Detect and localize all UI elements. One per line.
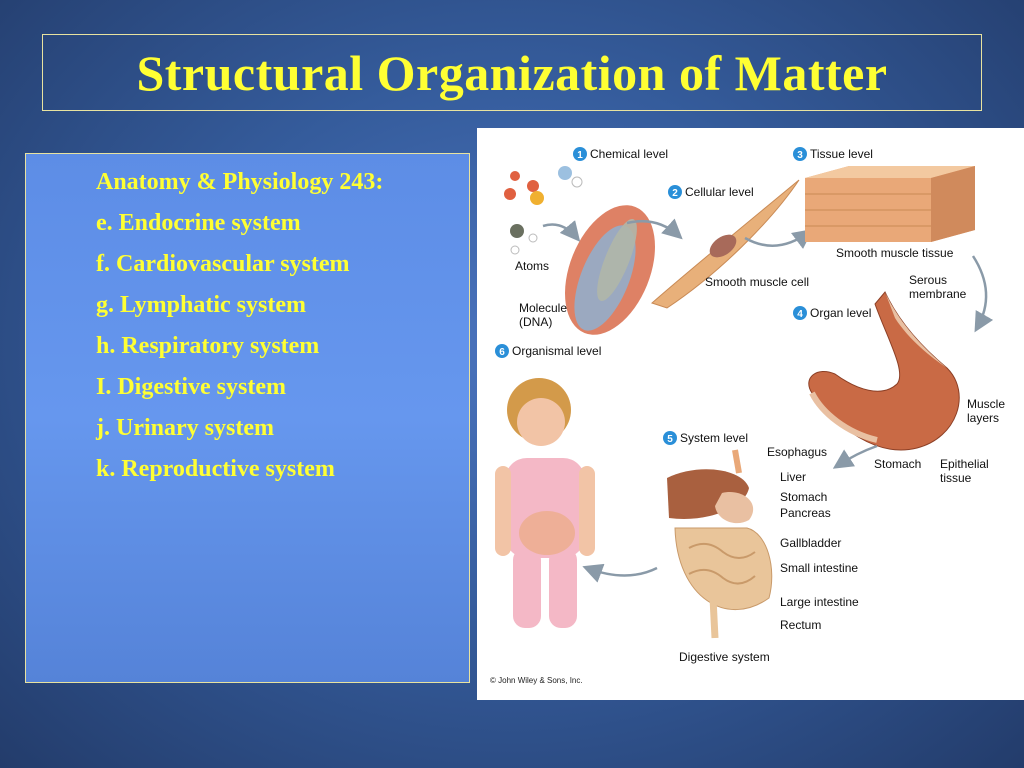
svg-text:2: 2 xyxy=(672,188,678,199)
serous-membrane-label: Serous xyxy=(909,273,947,287)
arrow-icon xyxy=(744,229,814,249)
organismal-level-badge: 6 Organismal level xyxy=(495,344,601,358)
topic-list: e. Endocrine system f. Cardiovascular sy… xyxy=(96,203,469,490)
arrow-icon xyxy=(832,444,878,469)
liver-label: Liver xyxy=(780,470,806,484)
svg-text:1: 1 xyxy=(577,150,583,161)
copyright-notice: © John Wiley & Sons, Inc. xyxy=(490,676,583,685)
list-item: j. Urinary system xyxy=(96,415,274,441)
organization-diagram: 1 Chemical level Atoms Molecule (DNA) xyxy=(477,128,1024,700)
dna-molecule-illustration xyxy=(565,205,655,335)
pancreas-label: Pancreas xyxy=(780,506,831,520)
esophagus-label: Esophagus xyxy=(767,445,827,459)
chemical-level-label: Chemical level xyxy=(590,147,668,161)
organismal-level-label: Organismal level xyxy=(512,344,601,358)
muscle-layers-label: Muscle xyxy=(967,397,1005,411)
svg-text:4: 4 xyxy=(797,309,803,320)
arrow-icon xyxy=(542,220,581,242)
svg-text:3: 3 xyxy=(797,150,803,161)
svg-text:5: 5 xyxy=(667,434,673,445)
list-item: e. Endocrine system xyxy=(96,210,301,236)
child-figure-illustration xyxy=(495,378,595,628)
digestive-system-label: Digestive system xyxy=(679,650,770,664)
rectum-label: Rectum xyxy=(780,618,821,632)
smooth-muscle-tissue-illustration xyxy=(805,166,975,242)
system-level-label: System level xyxy=(680,431,748,445)
muscle-layers-label-line2: layers xyxy=(967,411,999,425)
chemical-level-badge: 1 Chemical level xyxy=(573,147,668,161)
list-item: k. Reproductive system xyxy=(96,456,335,482)
system-level-badge: 5 System level xyxy=(663,431,748,445)
gallbladder-label: Gallbladder xyxy=(780,536,841,550)
tissue-level-label: Tissue level xyxy=(810,147,873,161)
serous-membrane-label-line2: membrane xyxy=(909,287,967,301)
digestive-system-illustration xyxy=(667,449,773,639)
list-item: g. Lymphatic system xyxy=(96,292,306,318)
topic-list-panel: Anatomy & Physiology 243: e. Endocrine s… xyxy=(25,153,470,683)
title-frame: Structural Organization of Matter xyxy=(42,34,982,111)
organ-level-label: Organ level xyxy=(810,306,871,320)
molecule-label: Molecule xyxy=(519,301,567,315)
atoms-illustration xyxy=(504,166,583,255)
stomach-label: Stomach xyxy=(780,490,827,504)
epithelial-tissue-label: Epithelial xyxy=(940,457,989,471)
arrow-icon xyxy=(971,255,994,333)
atoms-label: Atoms xyxy=(515,259,549,273)
cellular-level-badge: 2 Cellular level xyxy=(668,185,754,199)
levels-illustration: 1 Chemical level Atoms Molecule (DNA) xyxy=(490,147,1005,685)
small-intestine-label: Small intestine xyxy=(780,561,858,575)
epithelial-tissue-label-line2: tissue xyxy=(940,471,972,485)
slide-title: Structural Organization of Matter xyxy=(136,44,888,101)
cellular-level-label: Cellular level xyxy=(685,185,754,199)
organ-level-badge: 4 Organ level xyxy=(793,306,871,320)
arrow-icon xyxy=(626,218,683,240)
list-item: I. Digestive system xyxy=(96,374,286,400)
stomach-organ-label: Stomach xyxy=(874,457,921,471)
cell-nucleus xyxy=(709,234,737,258)
smooth-muscle-cell-label: Smooth muscle cell xyxy=(705,275,809,289)
list-item: h. Respiratory system xyxy=(96,333,320,359)
stomach-organ-illustration xyxy=(808,291,960,451)
smooth-muscle-tissue-label: Smooth muscle tissue xyxy=(836,246,954,260)
svg-text:6: 6 xyxy=(499,347,505,358)
list-item: f. Cardiovascular system xyxy=(96,251,350,277)
arrow-icon xyxy=(582,563,658,583)
list-heading: Anatomy & Physiology 243: xyxy=(96,169,384,195)
molecule-label-line2: (DNA) xyxy=(519,315,552,329)
tissue-level-badge: 3 Tissue level xyxy=(793,147,873,161)
large-intestine-label: Large intestine xyxy=(780,595,859,609)
